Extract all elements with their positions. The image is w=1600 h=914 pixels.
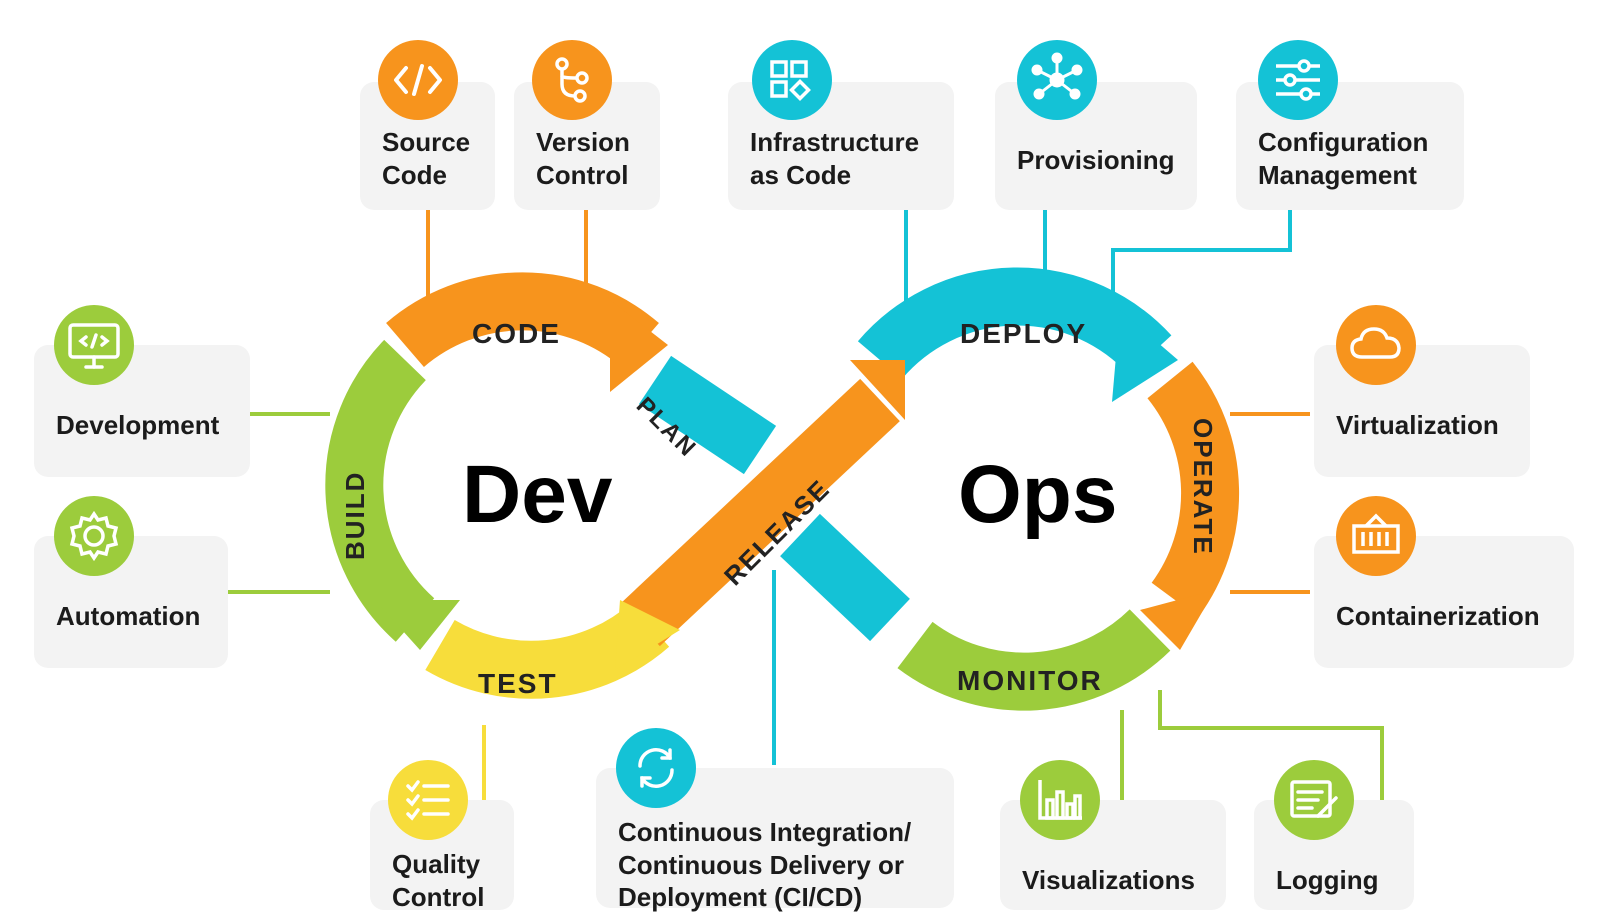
crossover-teal [780, 513, 910, 642]
release-arrowhead [850, 360, 905, 420]
card-label-automation: Automation [56, 601, 201, 631]
loop-label-code: CODE [472, 318, 561, 349]
dev-title: Dev [462, 449, 613, 540]
card-version-control: Version Control [514, 82, 660, 210]
card-label-visualizations: Visualizations [1022, 865, 1195, 895]
code-arrowhead [610, 300, 668, 392]
test-arrowhead [615, 600, 680, 670]
checklist-icon [388, 760, 468, 840]
card-label-source-code: Source Code [382, 127, 471, 190]
card-label-containerization: Containerization [1336, 601, 1540, 631]
card-label-quality-control: Quality Control [392, 849, 485, 912]
infrastructure-icon [752, 40, 832, 120]
plan-arc [638, 355, 777, 475]
card-label-development: Development [56, 410, 220, 440]
container-icon [1336, 496, 1416, 576]
network-hub-icon [1017, 40, 1097, 120]
card-label-provisioning: Provisioning [1017, 145, 1175, 175]
card-label-virtualization: Virtualization [1336, 410, 1499, 440]
card-visualizations: Visualizations [1000, 800, 1226, 910]
card-label-logging: Logging [1276, 865, 1379, 895]
loop-label-build: BUILD [340, 470, 370, 560]
release-band [620, 378, 900, 647]
sliders-icon [1258, 40, 1338, 120]
build-arc [325, 339, 435, 642]
monitor-arc [897, 608, 1171, 711]
bar-chart-icon [1020, 760, 1100, 840]
card-label-cicd: Continuous Integration/ Continuous Deliv… [618, 817, 912, 912]
monitor-code-icon [54, 305, 134, 385]
ops-title: Ops [958, 449, 1118, 540]
gear-icon [54, 496, 134, 576]
code-brackets-icon [378, 40, 458, 120]
cloud-icon [1336, 305, 1416, 385]
card-label-config-mgmt: Configuration Management [1258, 127, 1429, 190]
loop-label-monitor: MONITOR [957, 665, 1103, 696]
deploy-arc [857, 267, 1172, 380]
log-edit-icon [1274, 760, 1354, 840]
loop-label-operate: OPERATE [1188, 418, 1218, 556]
connector-config-mgmt [1111, 205, 1292, 300]
card-label-version-control: Version Control [536, 127, 630, 190]
card-config-mgmt: Configuration Management [1236, 82, 1464, 210]
operate-arc [1147, 361, 1240, 618]
deploy-arrowhead [1112, 310, 1178, 402]
build-arrowhead [375, 600, 460, 650]
loop-label-test: TEST [478, 668, 558, 699]
connector-logging [1158, 690, 1384, 800]
refresh-icon [616, 728, 696, 808]
loop-label-deploy: DEPLOY [960, 318, 1088, 349]
card-label-iac: Infrastructure as Code [750, 127, 920, 190]
operate-arrowhead [1140, 590, 1215, 650]
git-branch-icon [532, 40, 612, 120]
